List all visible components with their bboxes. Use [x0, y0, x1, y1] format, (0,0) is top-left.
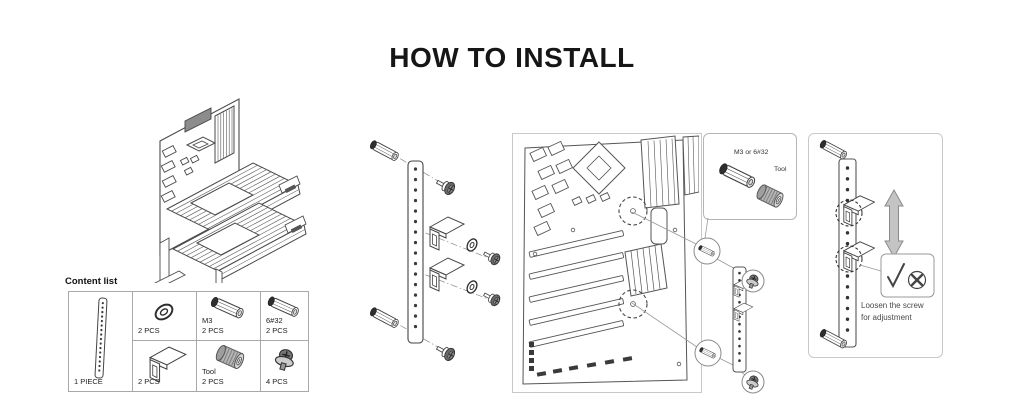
washer-icon [151, 300, 177, 324]
part-qty: 2 PCS [138, 325, 160, 335]
check-icon [887, 263, 905, 289]
callout-connector-layer [631, 211, 765, 394]
screw-icon [433, 341, 458, 363]
part-qty: 2 PCS [202, 376, 224, 386]
tool-label: Tool [774, 166, 787, 173]
washer-icon [464, 236, 480, 254]
motherboard-topview-illustration [522, 135, 699, 385]
part-label: 6#32 [266, 315, 283, 325]
part-qty: 4 PCS [266, 376, 288, 386]
standoff-icon [368, 306, 401, 330]
l-bracket-icon [429, 216, 465, 251]
screw-icon [481, 288, 503, 308]
part-label: Tool [202, 366, 216, 376]
edge-headers-icon [529, 342, 633, 377]
l-bracket-icon [429, 257, 465, 292]
part-l-bracket: 2 PCS [133, 341, 197, 391]
screw-cross-icon [907, 270, 927, 290]
bracket-strip-icon [98, 301, 104, 375]
loosen-screw-callout-box [880, 253, 935, 298]
adjustment-panel: Loosen the screw for adjustment [808, 133, 943, 358]
standoff-size-label: M3 or 6#32 [734, 149, 769, 156]
bracket-highlight-circle [835, 245, 863, 273]
content-list-table: 1 PIECE 2 PCS M3 2 PCS 6#32 2 PCS [68, 291, 309, 392]
content-list-heading: Content list [65, 276, 118, 287]
motherboard-panel [512, 133, 702, 393]
exploded-assembly-illustration [368, 139, 503, 363]
mount-hole-highlight-circle [618, 196, 648, 226]
standoff-icon [818, 138, 849, 161]
part-thumb-screw: 4 PCS [261, 341, 308, 391]
adjustment-note: Loosen the screw for adjustment [861, 300, 941, 323]
adjustment-illustration [818, 138, 935, 350]
part-qty: 2 PCS [138, 376, 160, 386]
part-qty: 1 PIECE [74, 376, 103, 386]
adjustment-note-line2: for adjustment [861, 312, 912, 322]
part-standoff-m3: M3 2 PCS [197, 292, 261, 341]
part-label: M3 [202, 315, 213, 325]
standoff-icon [266, 295, 301, 318]
part-qty: 2 PCS [266, 325, 288, 335]
part-qty: 2 PCS [202, 325, 224, 335]
bracket-highlight-circle [835, 199, 863, 227]
io-heatsink-icon [184, 107, 212, 133]
page-title: HOW TO INSTALL [389, 42, 635, 73]
motherboard-iso-illustration [154, 98, 307, 283]
washer-icon [464, 278, 480, 296]
standoff-icon [368, 139, 401, 163]
up-down-arrow-icon [884, 188, 904, 259]
part-bracket-strip: 1 PIECE [69, 292, 133, 391]
mount-hole-highlight-circle [618, 289, 648, 319]
adjustment-note-line1: Loosen the screw [861, 301, 924, 310]
standoff-tool-callout-box: M3 or 6#32 Tool [703, 133, 797, 220]
part-standoff-632: 6#32 2 PCS [261, 292, 308, 341]
thumb-screw-icon [272, 346, 297, 373]
part-tool: Tool 2 PCS [197, 341, 261, 391]
screw-icon [481, 247, 503, 267]
part-washer: 2 PCS [133, 292, 197, 341]
screw-icon [433, 175, 458, 197]
pcie-slots-icon [528, 230, 625, 348]
vrm-components-icon [529, 140, 611, 237]
